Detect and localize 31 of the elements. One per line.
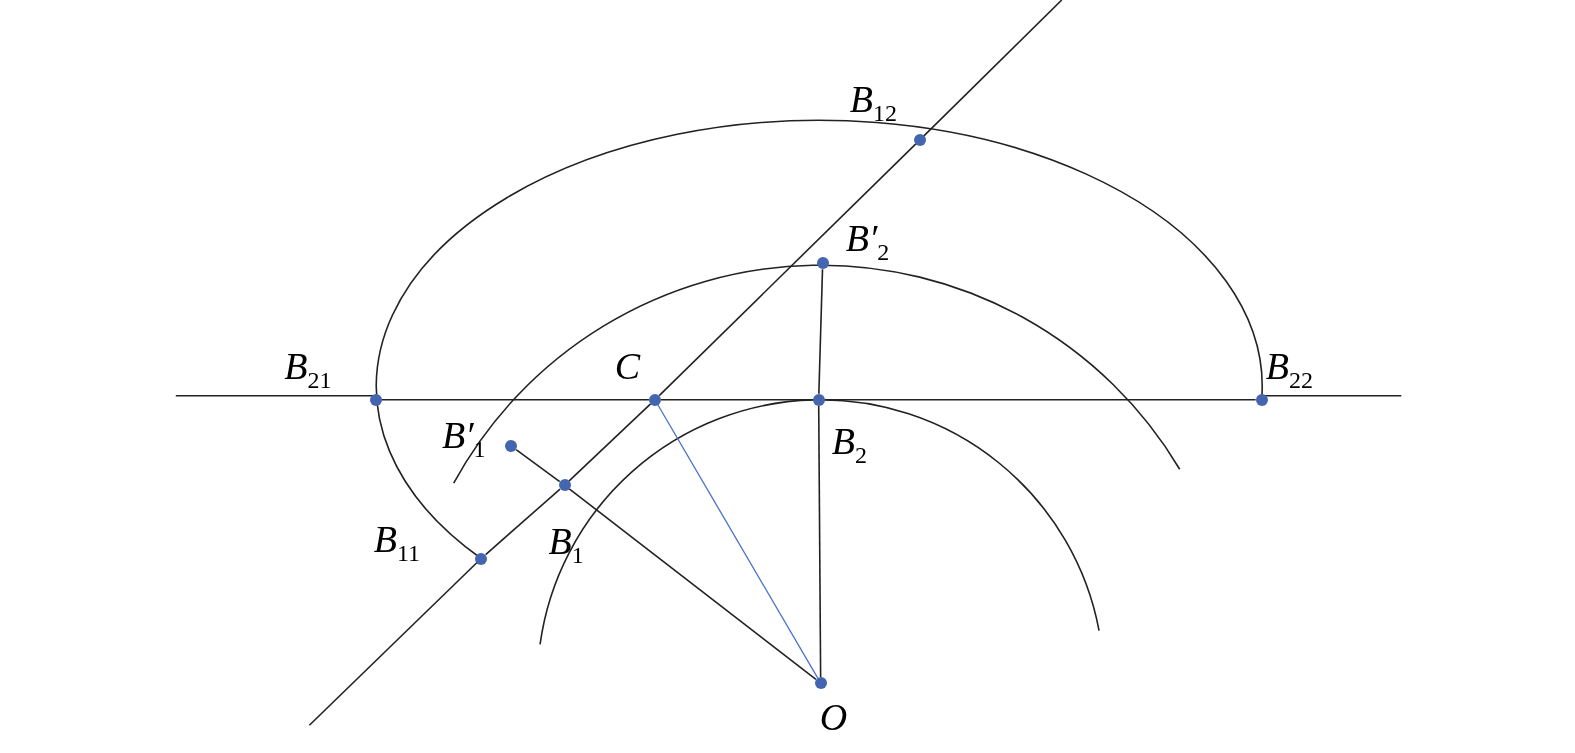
point-dot — [812, 393, 825, 406]
point-label: B′$_{2}$ — [845, 218, 890, 264]
point-dot — [914, 133, 927, 146]
point-label: B$_{21}$ — [284, 346, 332, 392]
line-segment — [817, 405, 822, 678]
point-label: B$_{12}$ — [849, 80, 897, 125]
point-dot — [648, 393, 661, 406]
point-label: B$_{22}$ — [1265, 346, 1313, 392]
point-label: B′$_{1}$ — [441, 415, 486, 461]
line-segment — [660, 399, 814, 401]
point-dot — [475, 552, 488, 565]
point-dot — [558, 479, 571, 492]
point-dot — [816, 257, 829, 270]
point-dot — [505, 440, 518, 452]
line-segment — [515, 448, 561, 483]
line-segment — [823, 399, 1257, 401]
line-segment — [568, 403, 652, 482]
point-label: B$_{11}$ — [373, 520, 420, 565]
point-label: O — [819, 698, 848, 737]
line-segment — [818, 268, 824, 395]
point-label: C — [614, 346, 641, 385]
point-label: B$_{2}$ — [831, 421, 867, 467]
point-dot — [814, 677, 827, 690]
line-segment — [568, 488, 817, 681]
line-segment — [658, 143, 917, 397]
point-label: B$_{1}$ — [548, 522, 584, 567]
point-dot — [1255, 393, 1268, 406]
line-segment — [484, 488, 561, 556]
line-segment — [657, 404, 819, 679]
point-dot — [369, 393, 382, 406]
line-segment — [380, 399, 650, 401]
